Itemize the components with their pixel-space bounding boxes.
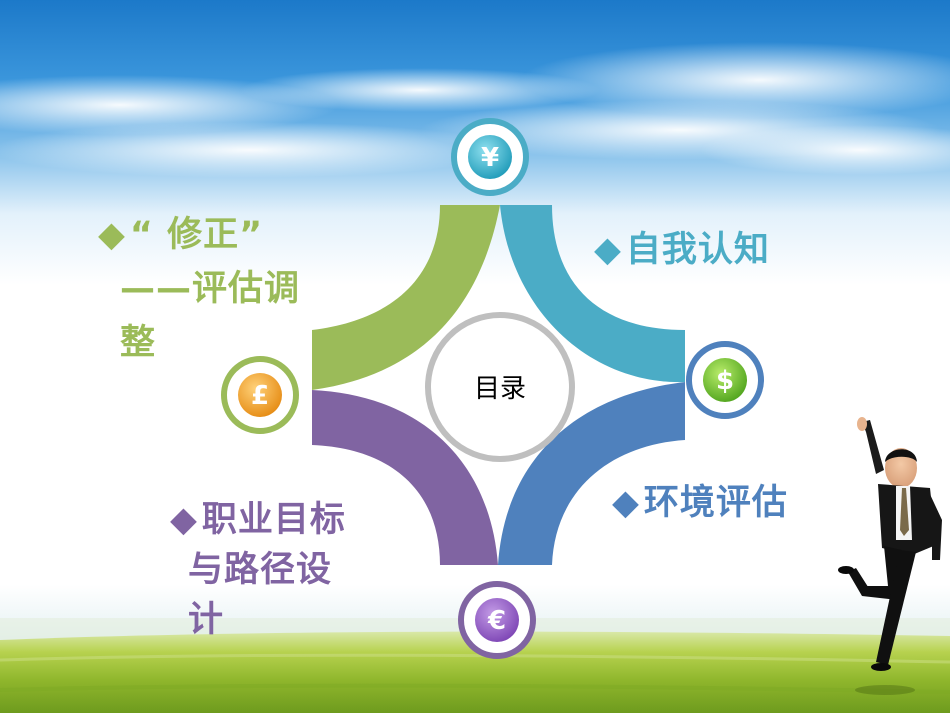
correction-line-1: “ 修正” <box>129 215 264 255</box>
petal-environment <box>498 382 685 565</box>
petal-career <box>312 390 498 565</box>
petal-correction <box>312 205 500 390</box>
dollar-symbol: $ <box>716 366 734 396</box>
diamond-bullet-icon: ◆ <box>612 483 640 523</box>
diamond-bullet-icon: ◆ <box>98 215 126 255</box>
euro-coin-icon: € <box>458 581 536 659</box>
environment-text: 环境评估 <box>643 483 788 523</box>
dollar-coin-icon: $ <box>686 341 764 419</box>
diamond-bullet-icon: ◆ <box>594 230 622 270</box>
yen-symbol: ¥ <box>481 143 499 173</box>
correction-line-3: 整 <box>120 323 157 363</box>
yen-coin-icon: ¥ <box>451 118 529 196</box>
pound-symbol: £ <box>251 381 269 411</box>
euro-symbol: € <box>487 606 506 636</box>
diamond-bullet-icon: ◆ <box>170 500 198 540</box>
center-title: 目录 <box>473 374 526 404</box>
businessman-image <box>838 417 942 695</box>
career-line-2: 与路径设 <box>188 550 333 590</box>
petal-self-awareness <box>500 205 685 383</box>
career-line-1: 职业目标 <box>201 500 346 540</box>
self-awareness-text: 自我认知 <box>625 230 770 270</box>
label-environment: ◆环境评估 <box>612 480 788 526</box>
label-self-awareness: ◆自我认知 <box>594 227 770 273</box>
center-circle <box>425 312 575 462</box>
career-line-3: 计 <box>188 600 225 640</box>
correction-line-2: ——评估调 <box>120 269 301 309</box>
label-career: ◆职业目标 与路径设 计 <box>170 495 346 645</box>
pound-coin-icon: £ <box>221 356 299 434</box>
label-correction: ◆“ 修正” ——评估调 整 <box>98 208 300 370</box>
